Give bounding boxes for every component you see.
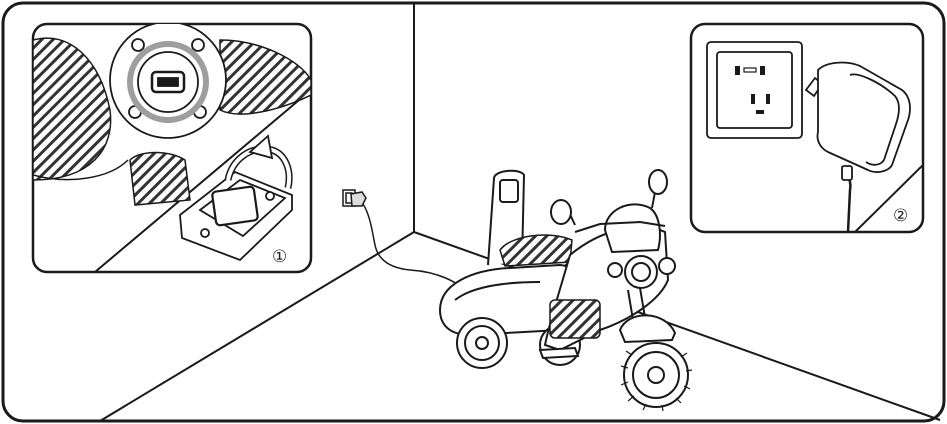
- wall-outlet-icon: [343, 190, 366, 206]
- charging-port-icon: [110, 22, 226, 138]
- step-label-2: ②: [893, 206, 908, 226]
- inset-1: ①: [33, 22, 311, 272]
- inset-2: ②: [691, 24, 923, 232]
- step-label-1: ①: [272, 247, 287, 267]
- wall-socket-icon: [707, 42, 802, 138]
